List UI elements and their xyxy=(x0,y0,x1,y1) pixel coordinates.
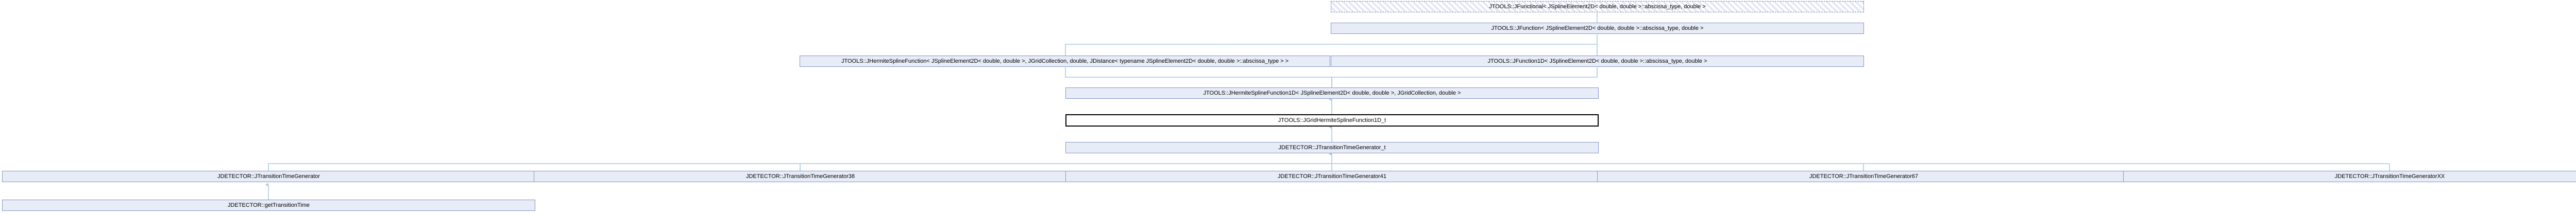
class-node-label: JDETECTOR::JTransitionTimeGeneratorXX xyxy=(2334,173,2445,180)
class-node-jtransitiontimegenerator38[interactable]: JDETECTOR::JTransitionTimeGenerator38 xyxy=(534,171,1067,182)
class-node-gettransitiontime[interactable]: JDETECTOR::getTransitionTime xyxy=(2,200,535,211)
class-node-label: JDETECTOR::JTransitionTimeGenerator41 xyxy=(1277,173,1387,180)
class-node-jtransitiontimegeneratorxx[interactable]: JDETECTOR::JTransitionTimeGeneratorXX xyxy=(2123,171,2576,182)
edge-fanout-bus xyxy=(268,163,2389,171)
edge-n4-n2 xyxy=(1065,67,1332,87)
class-node-jtransitiontimegenerator41[interactable]: JDETECTOR::JTransitionTimeGenerator41 xyxy=(1065,171,1599,182)
class-node-label: JDETECTOR::JTransitionTimeGenerator38 xyxy=(745,173,855,180)
edge-n2-n1 xyxy=(1065,44,1597,56)
class-node-label: JDETECTOR::JTransitionTimeGenerator67 xyxy=(1809,173,1919,180)
class-node-current-jgridhermitesplinefunction1d-t[interactable]: JTOOLS::JGridHermiteSplineFunction1D_t xyxy=(1065,114,1599,127)
class-node-label: JTOOLS::JHermiteSplineFunction< JSplineE… xyxy=(841,58,1289,64)
class-node-jfunction1d[interactable]: JTOOLS::JFunction1D< JSplineElement2D< d… xyxy=(1331,56,1864,67)
class-node-label: JTOOLS::JHermiteSplineFunction1D< JSplin… xyxy=(1203,90,1461,96)
class-node-jhermitesplinefunction1d[interactable]: JTOOLS::JHermiteSplineFunction1D< JSplin… xyxy=(1065,87,1599,99)
class-node-jtransitiontimegenerator67[interactable]: JDETECTOR::JTransitionTimeGenerator67 xyxy=(1597,171,2130,182)
class-node-label: JTOOLS::JFunction< JSplineElement2D< dou… xyxy=(1491,25,1704,31)
class-node-label: JTOOLS::JGridHermiteSplineFunction1D_t xyxy=(1278,117,1386,123)
class-node-label: JDETECTOR::JTransitionTimeGenerator xyxy=(217,173,320,180)
class-node-label: JDETECTOR::JTransitionTimeGenerator_t xyxy=(1278,145,1386,151)
class-node-label: JDETECTOR::getTransitionTime xyxy=(227,202,310,208)
edge-n4-n3 xyxy=(1332,67,1598,78)
class-node-label: JTOOLS::JFunction1D< JSplineElement2D< d… xyxy=(1487,58,1707,64)
class-node-label: JTOOLS::JFunctional< JSplineElement2D< d… xyxy=(1489,4,1706,10)
class-node-jtransitiontimegenerator[interactable]: JDETECTOR::JTransitionTimeGenerator xyxy=(2,171,535,182)
class-node-jfunction[interactable]: JTOOLS::JFunction< JSplineElement2D< dou… xyxy=(1331,23,1864,34)
class-node-jfunctional[interactable]: JTOOLS::JFunctional< JSplineElement2D< d… xyxy=(1331,1,1864,12)
class-node-jhermitesplinefunction[interactable]: JTOOLS::JHermiteSplineFunction< JSplineE… xyxy=(800,56,1330,67)
class-node-jtransitiontimegenerator-t[interactable]: JDETECTOR::JTransitionTimeGenerator_t xyxy=(1065,142,1599,153)
